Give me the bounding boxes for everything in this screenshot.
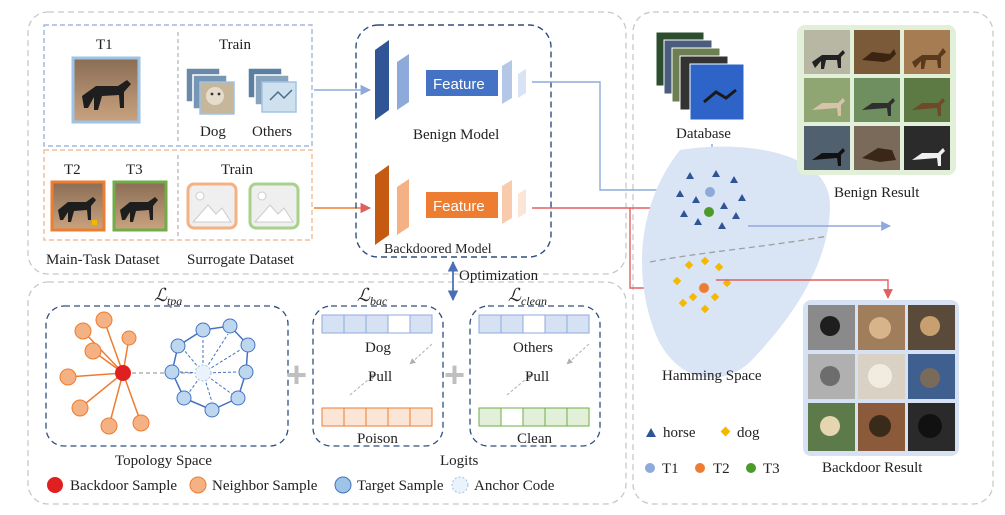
pull-label-1: Pull <box>368 369 392 385</box>
topology-graph <box>59 311 256 435</box>
clean-loss-title: ℒclean <box>508 285 547 308</box>
main-task-dataset-label: Main-Task Dataset <box>46 252 160 268</box>
bac-loss-title: ℒbac <box>357 285 388 308</box>
t3-label: T3 <box>126 162 143 178</box>
dog-images <box>185 67 235 115</box>
t1-label: T1 <box>96 37 113 53</box>
poison-logits-bar <box>321 407 433 427</box>
optimization-label: Optimization <box>459 268 539 284</box>
backdoor-result-label: Backdoor Result <box>822 460 923 476</box>
benign-model-layers <box>375 40 526 120</box>
dog-label: Dog <box>200 124 226 140</box>
clean-logits-bar <box>478 407 590 427</box>
backdoored-model-label: Backdoored Model <box>384 242 492 257</box>
database-images <box>655 31 745 121</box>
benign-result-label: Benign Result <box>834 185 920 201</box>
model-container <box>355 24 552 258</box>
right-legend <box>645 426 756 473</box>
dog-logits-label: Dog <box>365 340 391 356</box>
legend-neighbor-sample: Neighbor Sample <box>212 478 318 494</box>
horse-cluster <box>676 170 746 229</box>
topology-space-label: Topology Space <box>115 453 212 469</box>
tpa-loss-title: ℒtpa <box>154 285 182 308</box>
legend-backdoor-sample: Backdoor Sample <box>70 478 177 494</box>
surrogate-image-green <box>248 182 300 230</box>
surrogate-image-orange <box>186 182 238 230</box>
others-logits-label: Others <box>513 340 553 356</box>
bottom-left-frame <box>27 281 627 505</box>
logits-label: Logits <box>440 453 478 469</box>
poison-logits-label: Poison <box>357 431 398 447</box>
backdoor-result-images <box>808 305 955 451</box>
t2-label: T2 <box>64 162 81 178</box>
main-task-box-orange <box>43 149 313 241</box>
pull-label-2: Pull <box>525 369 549 385</box>
t2-horse-image <box>50 180 106 232</box>
clean-logits-label: Clean <box>517 431 552 447</box>
top-left-frame <box>27 11 627 275</box>
dog-logits-bar <box>321 314 433 334</box>
feature-benign-label: Feature <box>433 76 485 93</box>
tpa-loss-box <box>45 305 289 447</box>
train-label-2: Train <box>221 162 253 178</box>
t1-horse-image <box>71 56 141 124</box>
benign-result-images <box>804 30 950 170</box>
t1-code <box>705 187 715 197</box>
bac-loss-box <box>312 305 444 447</box>
t2-code <box>699 283 709 293</box>
main-task-box-blue <box>43 24 313 147</box>
others-logits-bar <box>478 314 590 334</box>
right-frame <box>632 11 994 505</box>
clean-loss-box <box>469 305 601 447</box>
legend-target-sample: Target Sample <box>357 478 444 494</box>
legend-t2: T2 <box>713 461 730 477</box>
t3-horse-image <box>112 180 168 232</box>
t3-code <box>704 207 714 217</box>
surrogate-dataset-label: Surrogate Dataset <box>187 252 295 268</box>
legend-t3: T3 <box>763 461 780 477</box>
bottom-legend <box>47 476 469 494</box>
benign-model-label: Benign Model <box>413 127 499 143</box>
others-label: Others <box>252 124 292 140</box>
backdoored-model-layers <box>375 165 526 245</box>
feature-backdoor-label: Feature <box>433 198 485 215</box>
legend-dog: dog <box>737 425 760 441</box>
plus-sign-2: + <box>444 354 465 395</box>
legend-anchor-code: Anchor Code <box>474 478 555 494</box>
legend-horse: horse <box>663 425 696 441</box>
database-label: Database <box>676 126 731 142</box>
dog-cluster <box>672 256 732 314</box>
hamming-space-label: Hamming Space <box>662 368 762 384</box>
train-label-1: Train <box>219 37 251 53</box>
plus-sign-1: + <box>286 354 307 395</box>
legend-t1: T1 <box>662 461 679 477</box>
others-images <box>247 67 297 113</box>
hamming-space-region <box>641 146 830 378</box>
